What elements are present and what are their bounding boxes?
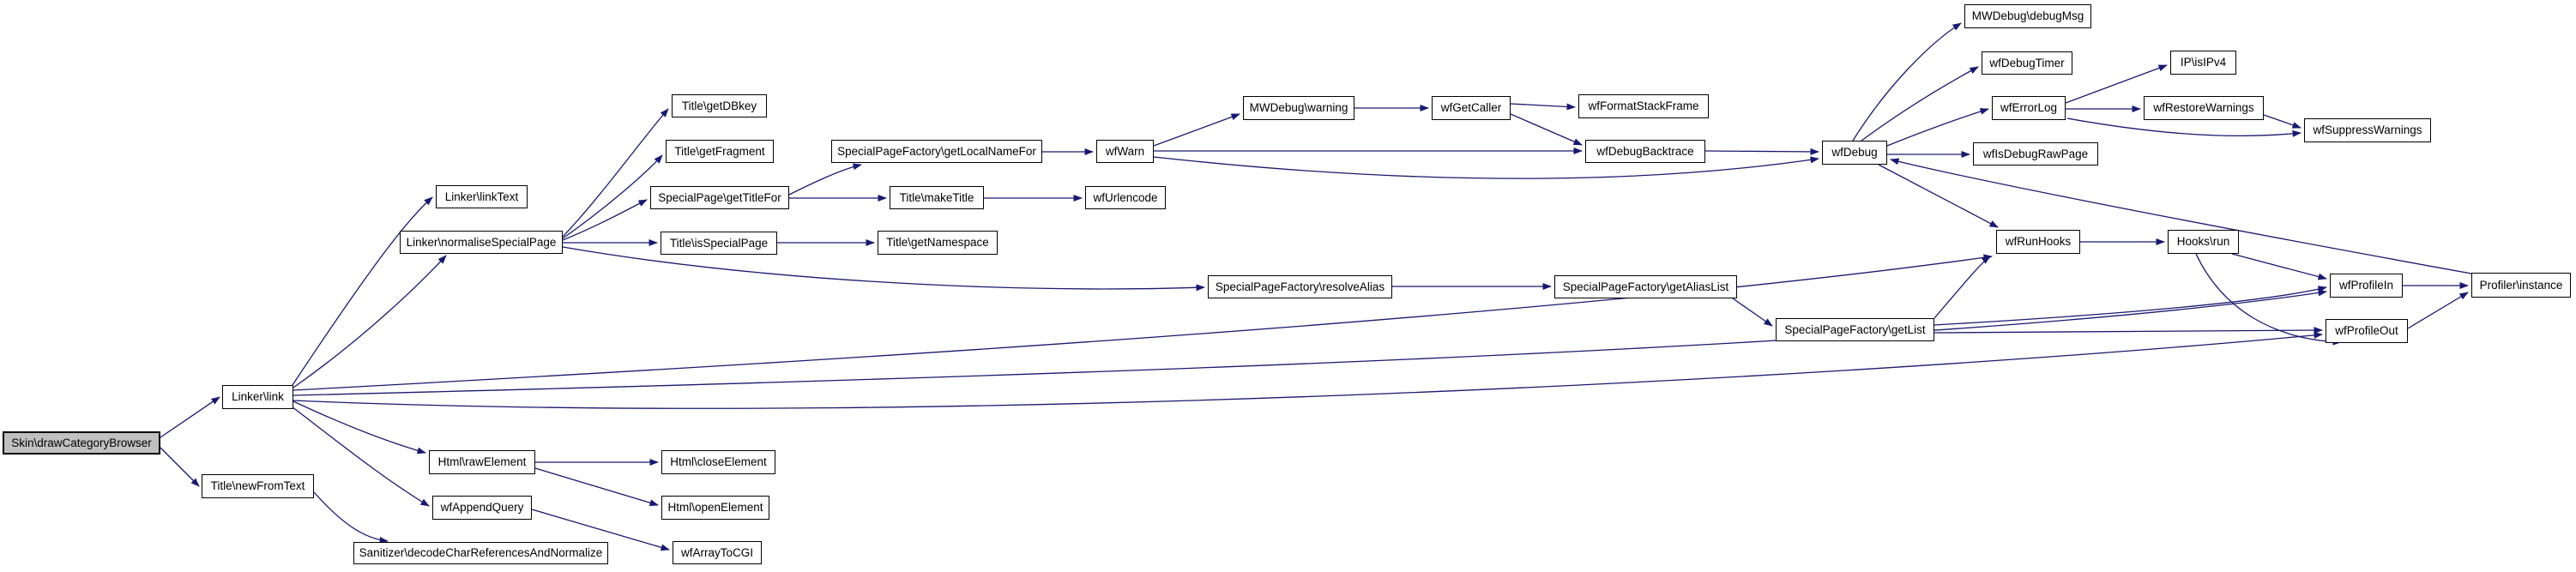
edge-wfDebug-to-wfDebugTimer — [1861, 66, 1979, 141]
node-title_newFromText[interactable]: Title\newFromText — [202, 474, 314, 498]
edge-wfProfileOut-to-profiler_instance — [2407, 292, 2469, 329]
node-wfIsDebugRawPage[interactable]: wfIsDebugRawPage — [1973, 142, 2098, 166]
edge-wfDebug-to-wfErrorLog — [1886, 108, 1989, 147]
node-mwDebug_warning[interactable]: MWDebug\warning — [1243, 96, 1354, 120]
edge-hooks_run-to-wfProfileOut — [2195, 253, 2342, 346]
edge-linker_link-to-wfRunHooks — [293, 254, 1993, 391]
edge-html_rawElement-to-html_openElement — [534, 467, 659, 507]
edge-wfGetCaller-to-wfDebugBacktrace — [1510, 113, 1583, 146]
node-ip_isIPv4[interactable]: IP\isIPv4 — [2170, 51, 2236, 75]
edge-wfDebug-to-mwDebug_debugMsg — [1852, 22, 1962, 141]
edge-wfDebug-to-wfRunHooks — [1878, 164, 1999, 228]
node-mwDebug_debugMsg[interactable]: MWDebug\debugMsg — [1964, 4, 2091, 28]
edge-wfWarn-to-wfDebug — [1153, 156, 1819, 179]
node-wfSuppressWarnings[interactable]: wfSuppressWarnings — [2304, 118, 2431, 142]
node-linker_linkText[interactable]: Linker\linkText — [436, 185, 528, 208]
node-wfWarn[interactable]: wfWarn — [1096, 140, 1154, 163]
edge-group — [160, 22, 2472, 551]
edge-spf_getList-to-wfProfileIn — [1934, 286, 2327, 326]
edge-skin_drawCategoryBrowser-to-linker_link — [160, 396, 220, 438]
node-spf_getAliasList[interactable]: SpecialPageFactory\getAliasList — [1554, 275, 1737, 298]
node-sanitizer_decodeCharReferencesAndNormalize[interactable]: Sanitizer\decodeCharReferencesAndNormali… — [353, 542, 608, 564]
node-wfRunHooks[interactable]: wfRunHooks — [1996, 230, 2080, 254]
node-linker_link[interactable]: Linker\link — [222, 385, 293, 409]
edge-linker_link-to-linker_normaliseSpecialPage — [293, 255, 447, 388]
edge-linker_normaliseSpecialPage-to-title_getFragment — [562, 154, 663, 239]
node-hooks_run[interactable]: Hooks\run — [2168, 230, 2239, 254]
node-title_makeTitle[interactable]: Title\makeTitle — [890, 186, 984, 209]
node-wfErrorLog[interactable]: wfErrorLog — [1992, 96, 2066, 120]
node-html_closeElement[interactable]: Html\closeElement — [661, 450, 775, 474]
edge-wfErrorLog-to-wfSuppressWarnings — [2066, 117, 2302, 137]
edge-spf_getAliasList-to-spf_getList — [1732, 298, 1773, 327]
edge-wfErrorLog-to-ip_isIPv4 — [2065, 64, 2168, 104]
edge-linker_normaliseSpecialPage-to-title_getDBkey — [562, 108, 669, 238]
edge-linker_link-to-wfAppendQuery — [291, 406, 430, 507]
node-title_getNamespace[interactable]: Title\getNamespace — [878, 231, 998, 255]
node-wfArrayToCGI[interactable]: wfArrayToCGI — [673, 541, 762, 564]
node-title_getDBkey[interactable]: Title\getDBkey — [672, 94, 767, 117]
node-html_openElement[interactable]: Html\openElement — [661, 496, 769, 520]
edge-wfGetCaller-to-wfFormatStackFrame — [1510, 103, 1576, 111]
edge-skin_drawCategoryBrowser-to-title_newFromText — [160, 447, 200, 487]
edge-linker_link-to-wfProfileOut — [293, 331, 2323, 409]
node-wfRestoreWarnings[interactable]: wfRestoreWarnings — [2144, 96, 2264, 120]
edge-hooks_run-to-wfProfileIn — [2231, 253, 2327, 280]
node-specialPage_getTitleFor[interactable]: SpecialPage\getTitleFor — [650, 186, 789, 209]
node-linker_normaliseSpecialPage[interactable]: Linker\normaliseSpecialPage — [400, 231, 563, 254]
edge-specialPage_getTitleFor-to-spf_getLocalNameFor — [788, 163, 862, 196]
edge-linker_normaliseSpecialPage-to-specialPage_getTitleFor — [562, 199, 648, 241]
node-wfDebugBacktrace[interactable]: wfDebugBacktrace — [1585, 140, 1705, 163]
node-wfUrlencode[interactable]: wfUrlencode — [1085, 186, 1166, 209]
node-html_rawElement[interactable]: Html\rawElement — [429, 450, 535, 474]
edge-linker_link-to-html_rawElement — [293, 400, 426, 455]
node-wfProfileIn[interactable]: wfProfileIn — [2330, 274, 2403, 298]
edge-linker_link-to-wfProfileIn — [293, 289, 2327, 396]
node-wfFormatStackFrame[interactable]: wfFormatStackFrame — [1578, 94, 1709, 118]
edge-title_newFromText-to-sanitizer_decodeCharReferencesAndNormalize — [313, 491, 389, 544]
edge-profiler_instance-to-wfDebug — [1890, 158, 2472, 274]
node-title_isSpecialPage[interactable]: Title\isSpecialPage — [661, 232, 777, 255]
node-wfDebug[interactable]: wfDebug — [1822, 141, 1887, 165]
node-wfGetCaller[interactable]: wfGetCaller — [1432, 96, 1511, 120]
node-spf_resolveAlias[interactable]: SpecialPageFactory\resolveAlias — [1208, 275, 1392, 298]
node-profiler_instance[interactable]: Profiler\instance — [2471, 273, 2571, 298]
edge-wfAppendQuery-to-wfArrayToCGI — [531, 509, 670, 551]
edge-spf_getList-to-wfProfileOut — [1934, 327, 2323, 334]
edge-spf_getList-to-wfRunHooks — [1934, 256, 1991, 319]
edge-wfRestoreWarnings-to-wfSuppressWarnings — [2263, 114, 2302, 129]
edge-wfWarn-to-mwDebug_warning — [1153, 113, 1240, 147]
node-wfAppendQuery[interactable]: wfAppendQuery — [432, 496, 532, 520]
node-skin_drawCategoryBrowser[interactable]: Skin\drawCategoryBrowser — [3, 431, 160, 455]
edge-linker_normaliseSpecialPage-to-spf_resolveAlias — [562, 246, 1205, 292]
edge-wfDebugBacktrace-to-wfDebug — [1704, 148, 1819, 155]
node-wfDebugTimer[interactable]: wfDebugTimer — [1982, 51, 2072, 75]
node-spf_getList[interactable]: SpecialPageFactory\getList — [1776, 318, 1934, 341]
edge-linker_link-to-linker_linkText — [292, 196, 433, 386]
node-title_getFragment[interactable]: Title\getFragment — [666, 140, 774, 163]
node-spf_getLocalNameFor[interactable]: SpecialPageFactory\getLocalNameFor — [831, 140, 1042, 163]
node-wfProfileOut[interactable]: wfProfileOut — [2326, 319, 2408, 343]
